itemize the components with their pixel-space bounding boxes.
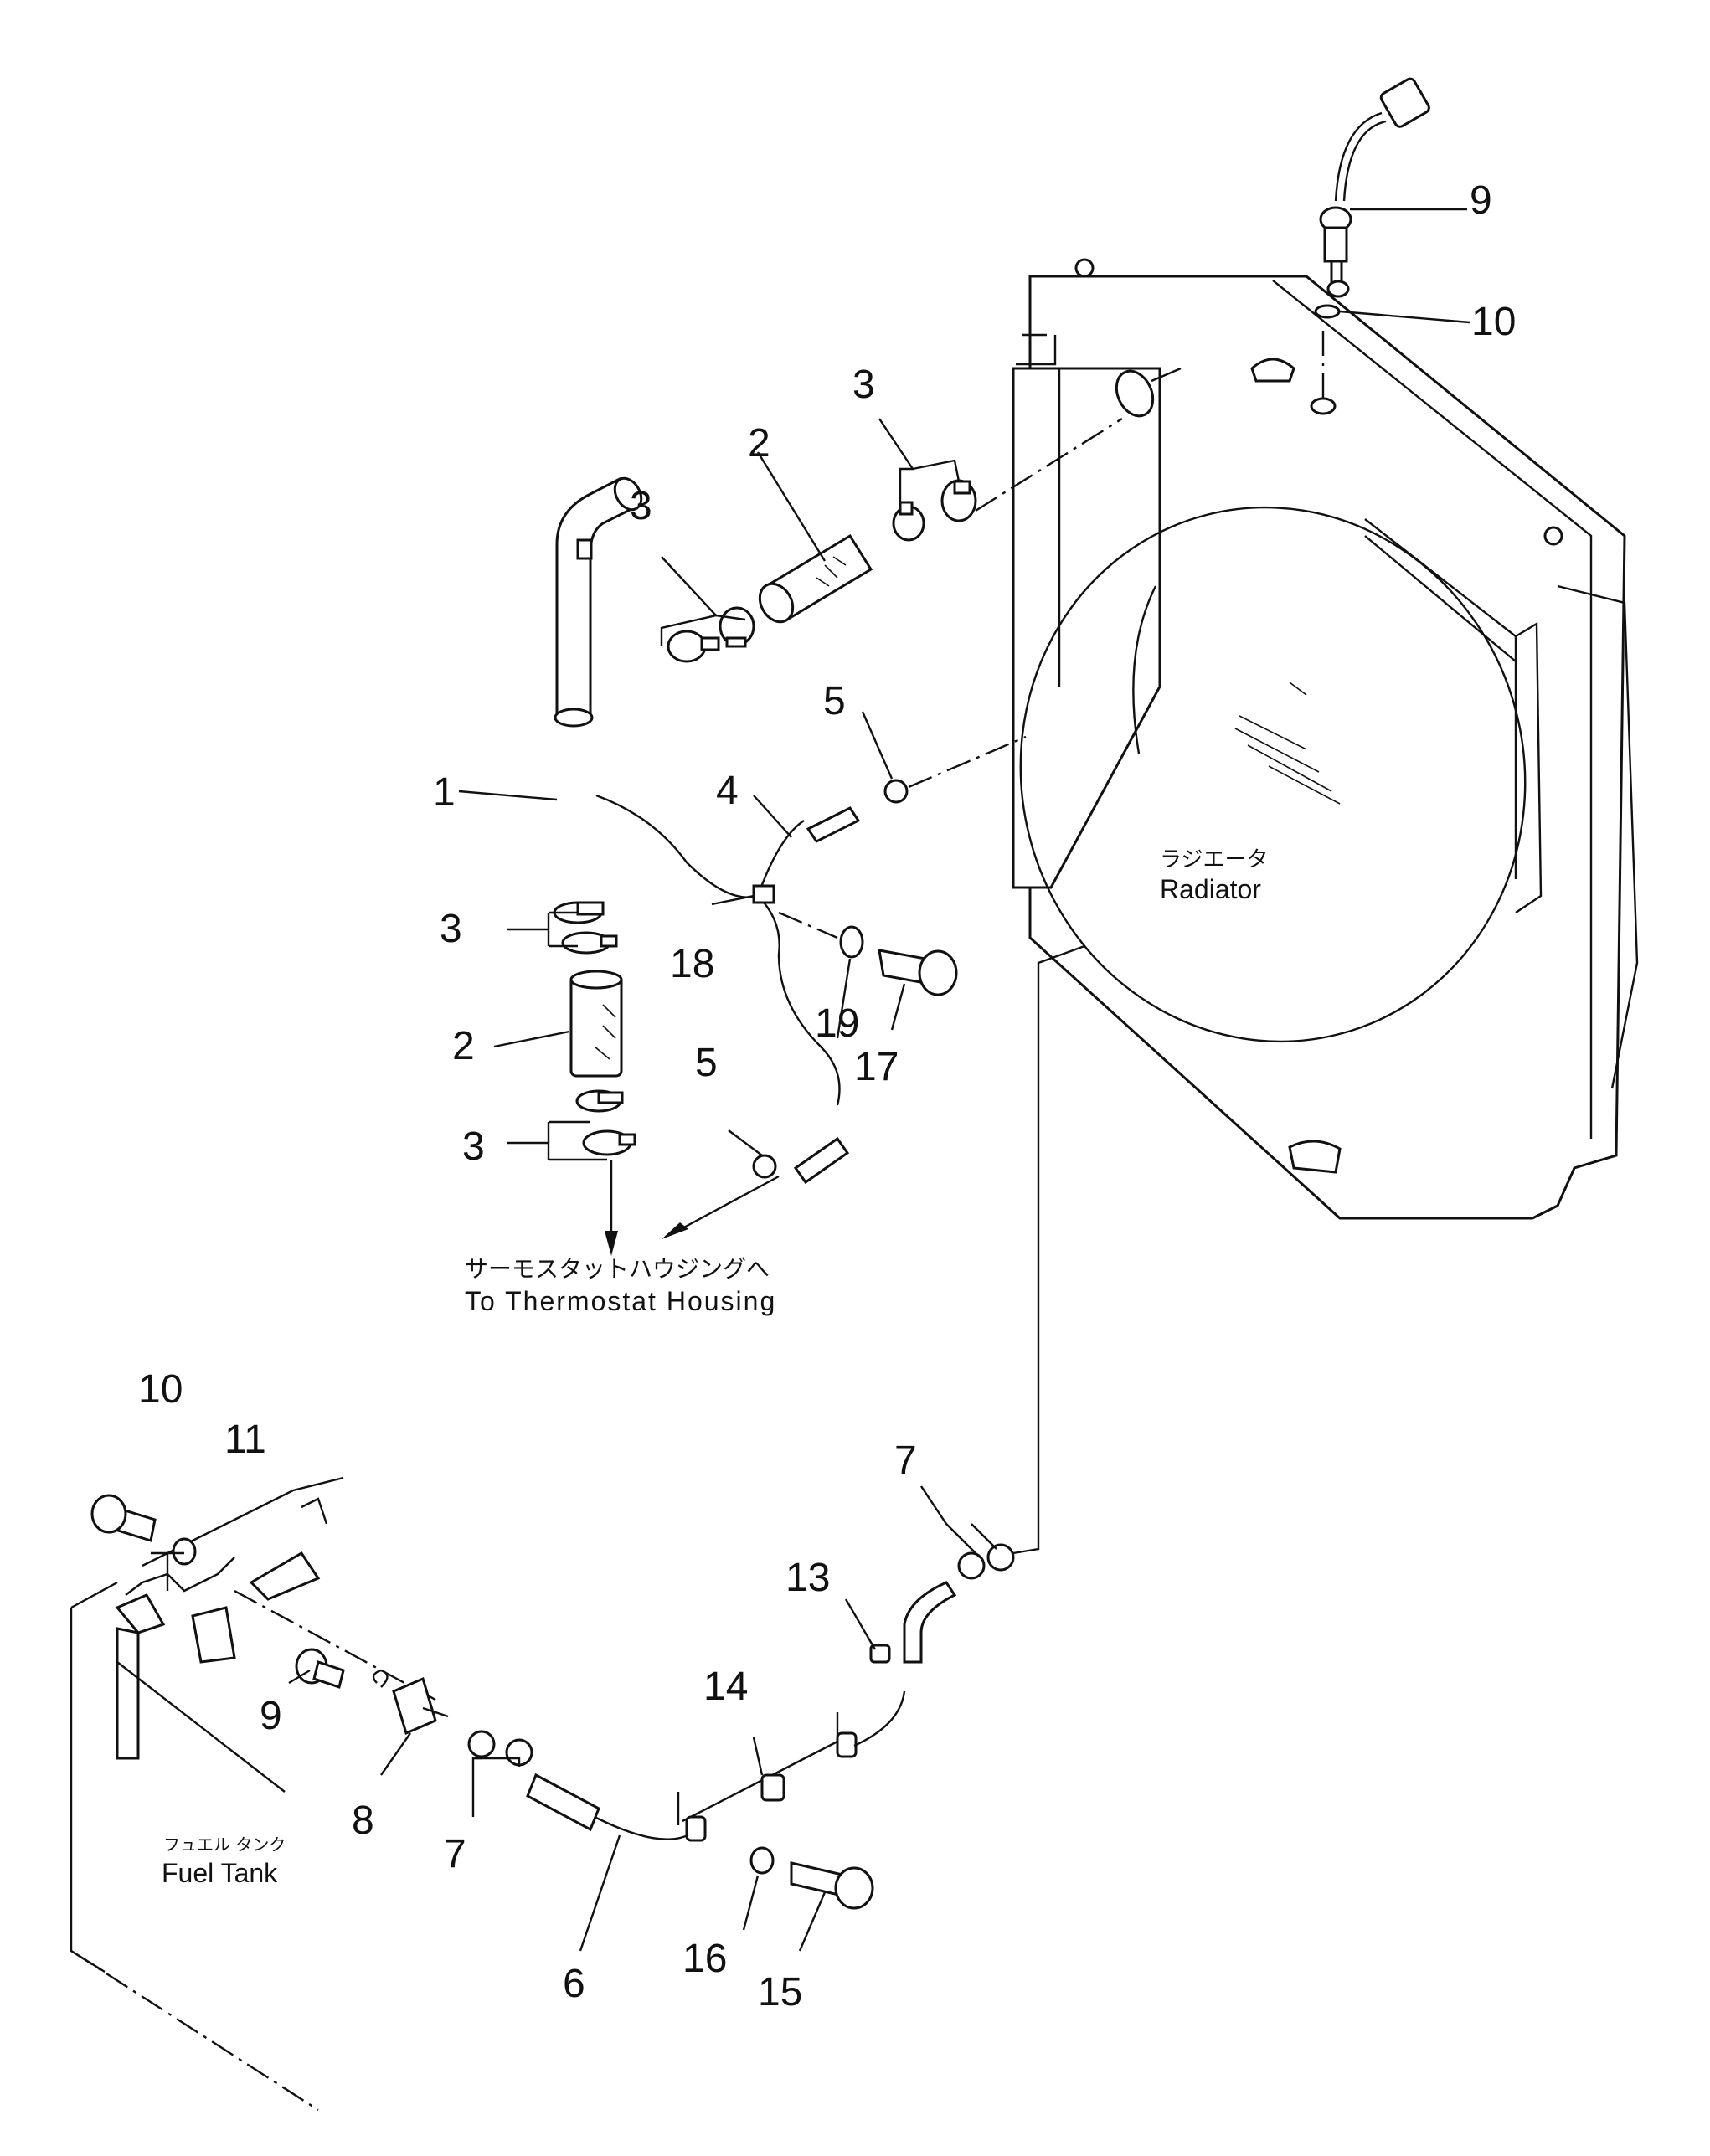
mount-hole-icon (1074, 258, 1095, 278)
callout-14: 16 (682, 1937, 727, 1981)
thermostat-label-en: To Thermostat Housing (465, 1286, 776, 1316)
callout-7: 7 (894, 1438, 917, 1483)
callout-19: 19 (815, 1001, 859, 1046)
radiator-cap-icon (1250, 358, 1295, 383)
callout-15: 9 (1470, 178, 1492, 223)
temperature-sensor (1310, 77, 1430, 415)
callout-leaders (151, 208, 1470, 1952)
annotation-labels: ラジエータ Radiator サーモスタットハウジングへ To Thermost… (162, 847, 1268, 1888)
callout-12: 14 (703, 1665, 748, 1709)
callout-3: 3 (440, 907, 462, 951)
callout-2: 2 (452, 1024, 475, 1068)
radiator-hatch (1234, 682, 1341, 805)
radiator-inlet-neck (1115, 369, 1155, 418)
callout-7: 7 (444, 1832, 466, 1876)
radiator-drain-icon (1288, 1140, 1342, 1174)
clip-17-icon (752, 884, 775, 904)
fuel-tank (70, 1476, 436, 2112)
gasket-16-icon (1314, 304, 1341, 319)
callout-8: 8 (352, 1798, 374, 1843)
bolt-10-icon (90, 1494, 127, 1534)
callout-6: 6 (563, 1962, 585, 2006)
callout-13: 15 (758, 1970, 802, 2014)
callout-11: 11 (224, 1418, 266, 1462)
upper-hose-assembly (553, 417, 1123, 1256)
radiator-label-en: Radiator (1160, 874, 1261, 904)
callout-3: 3 (852, 363, 875, 407)
callout-2: 2 (748, 421, 770, 466)
fuel-tank-label-jp: フュエル タンク (163, 1834, 286, 1855)
callout-5: 5 (823, 679, 846, 723)
callout-18: 17 (854, 1045, 899, 1089)
drain-assembly (90, 944, 1085, 1910)
callout-4: 4 (716, 769, 739, 813)
callout-labels: 9 10 3 2 3 5 4 1 3 18 19 17 2 5 3 7 13 1… (138, 178, 1516, 2014)
callout-3: 3 (462, 1124, 485, 1169)
fuel-tank-label-en: Fuel Tank (162, 1858, 278, 1888)
washer-11-icon (172, 1537, 197, 1566)
clamp-5-upper-icon (883, 779, 909, 804)
bolt-13-icon (834, 1866, 874, 1910)
callout-17: 18 (670, 942, 714, 986)
washer-19-icon (839, 925, 864, 959)
drain-valve-8-icon (392, 1676, 437, 1736)
clamp-5-lower-icon (752, 1154, 777, 1179)
callout-16: 10 (1471, 300, 1516, 344)
thermostat-label-jp: サーモスタットハウジングへ (465, 1255, 770, 1283)
callout-5: 5 (695, 1041, 718, 1085)
mount-hole-icon (1543, 526, 1563, 546)
radiator-label-jp: ラジエータ (1160, 847, 1268, 872)
vent-tube-assembly (595, 735, 1027, 1239)
bolt-18-icon (918, 949, 958, 996)
callout-3: 3 (630, 484, 652, 528)
callout-9: 9 (260, 1694, 282, 1738)
callout-10: 10 (138, 1367, 183, 1412)
callout-12: 13 (785, 1556, 830, 1600)
washer-14-icon (749, 1846, 775, 1875)
callout-1: 1 (433, 770, 456, 815)
radiator (1012, 258, 1639, 1220)
